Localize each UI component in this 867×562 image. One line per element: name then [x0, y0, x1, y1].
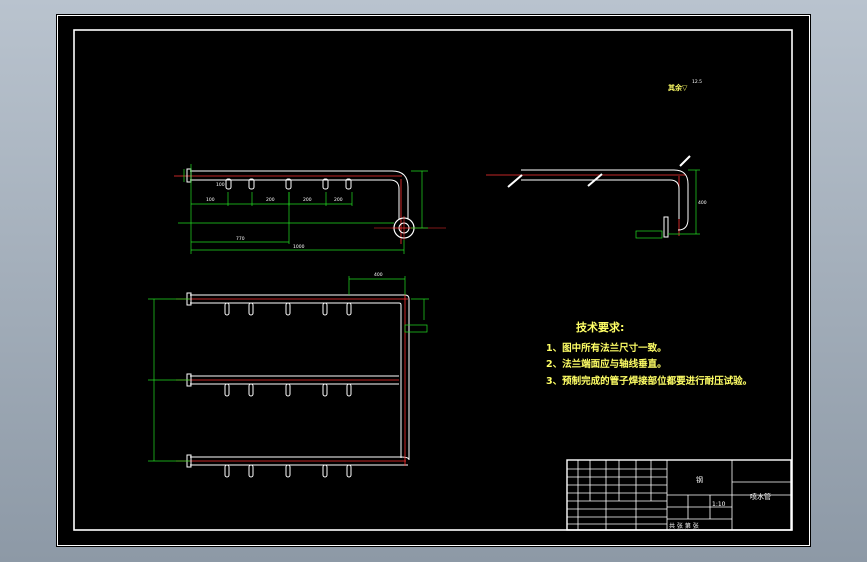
dimension-lines — [178, 164, 428, 254]
dim-label: 200 — [266, 197, 275, 203]
dim-label: 1000 — [293, 244, 305, 250]
nozzle — [322, 178, 329, 190]
nozzle — [679, 155, 691, 167]
drawing-sheet: 其余▽ 12.5 — [56, 14, 811, 547]
dim-label: 770 — [236, 236, 245, 242]
dim-label: 200 — [303, 197, 312, 203]
title-scale: 1:10 — [712, 501, 726, 508]
tech-req-item: 3、预制完成的管子焊接部位都要进行耐压试验。 — [546, 375, 752, 387]
nozzle — [587, 173, 603, 187]
nozzle — [507, 174, 523, 188]
dimension-lines — [148, 276, 429, 462]
dim-label: 100 — [206, 197, 215, 203]
roughness-note: 其余▽ — [668, 83, 688, 92]
pipe-outline — [521, 179, 680, 219]
nozzle-row — [224, 302, 352, 478]
nozzle — [285, 178, 292, 190]
inner-frame — [73, 29, 793, 531]
dim-label: 100 — [216, 182, 225, 188]
nozzle — [225, 178, 232, 190]
outer-frame — [57, 15, 810, 546]
drawing-canvas: 其余▽ 12.5 — [57, 15, 810, 546]
tech-req-item: 1、图中所有法兰尺寸一致。 — [546, 342, 667, 354]
pipe-outline — [521, 169, 689, 231]
side-view: 400 — [486, 155, 707, 239]
pipe-outline — [190, 179, 400, 219]
pipe-outline — [190, 170, 409, 219]
nozzle — [345, 178, 352, 190]
pipe-outline — [190, 456, 410, 461]
nozzle — [248, 178, 255, 190]
plan-view: 400 — [148, 272, 429, 478]
title-block — [566, 459, 792, 531]
flange-plate — [663, 216, 669, 238]
tech-req-title: 技术要求: — [576, 320, 624, 334]
dim-label: 400 — [698, 200, 707, 206]
title-material: 钢 — [696, 475, 703, 484]
tech-req-item: 2、法兰端面应与轴线垂直。 — [546, 358, 667, 370]
title-sheet-info: 共 张 第 张 — [669, 522, 699, 530]
title-part-name: 喷水管 — [750, 492, 771, 501]
top-view: 100 200 200 200 100 770 1000 — [174, 164, 446, 254]
dim-label: 200 — [334, 197, 343, 203]
dimension-lines — [635, 169, 700, 239]
pipe-outline — [190, 302, 402, 458]
dim-label: 400 — [374, 272, 383, 278]
roughness-value: 12.5 — [692, 79, 702, 85]
pipe-outline — [190, 294, 410, 460]
